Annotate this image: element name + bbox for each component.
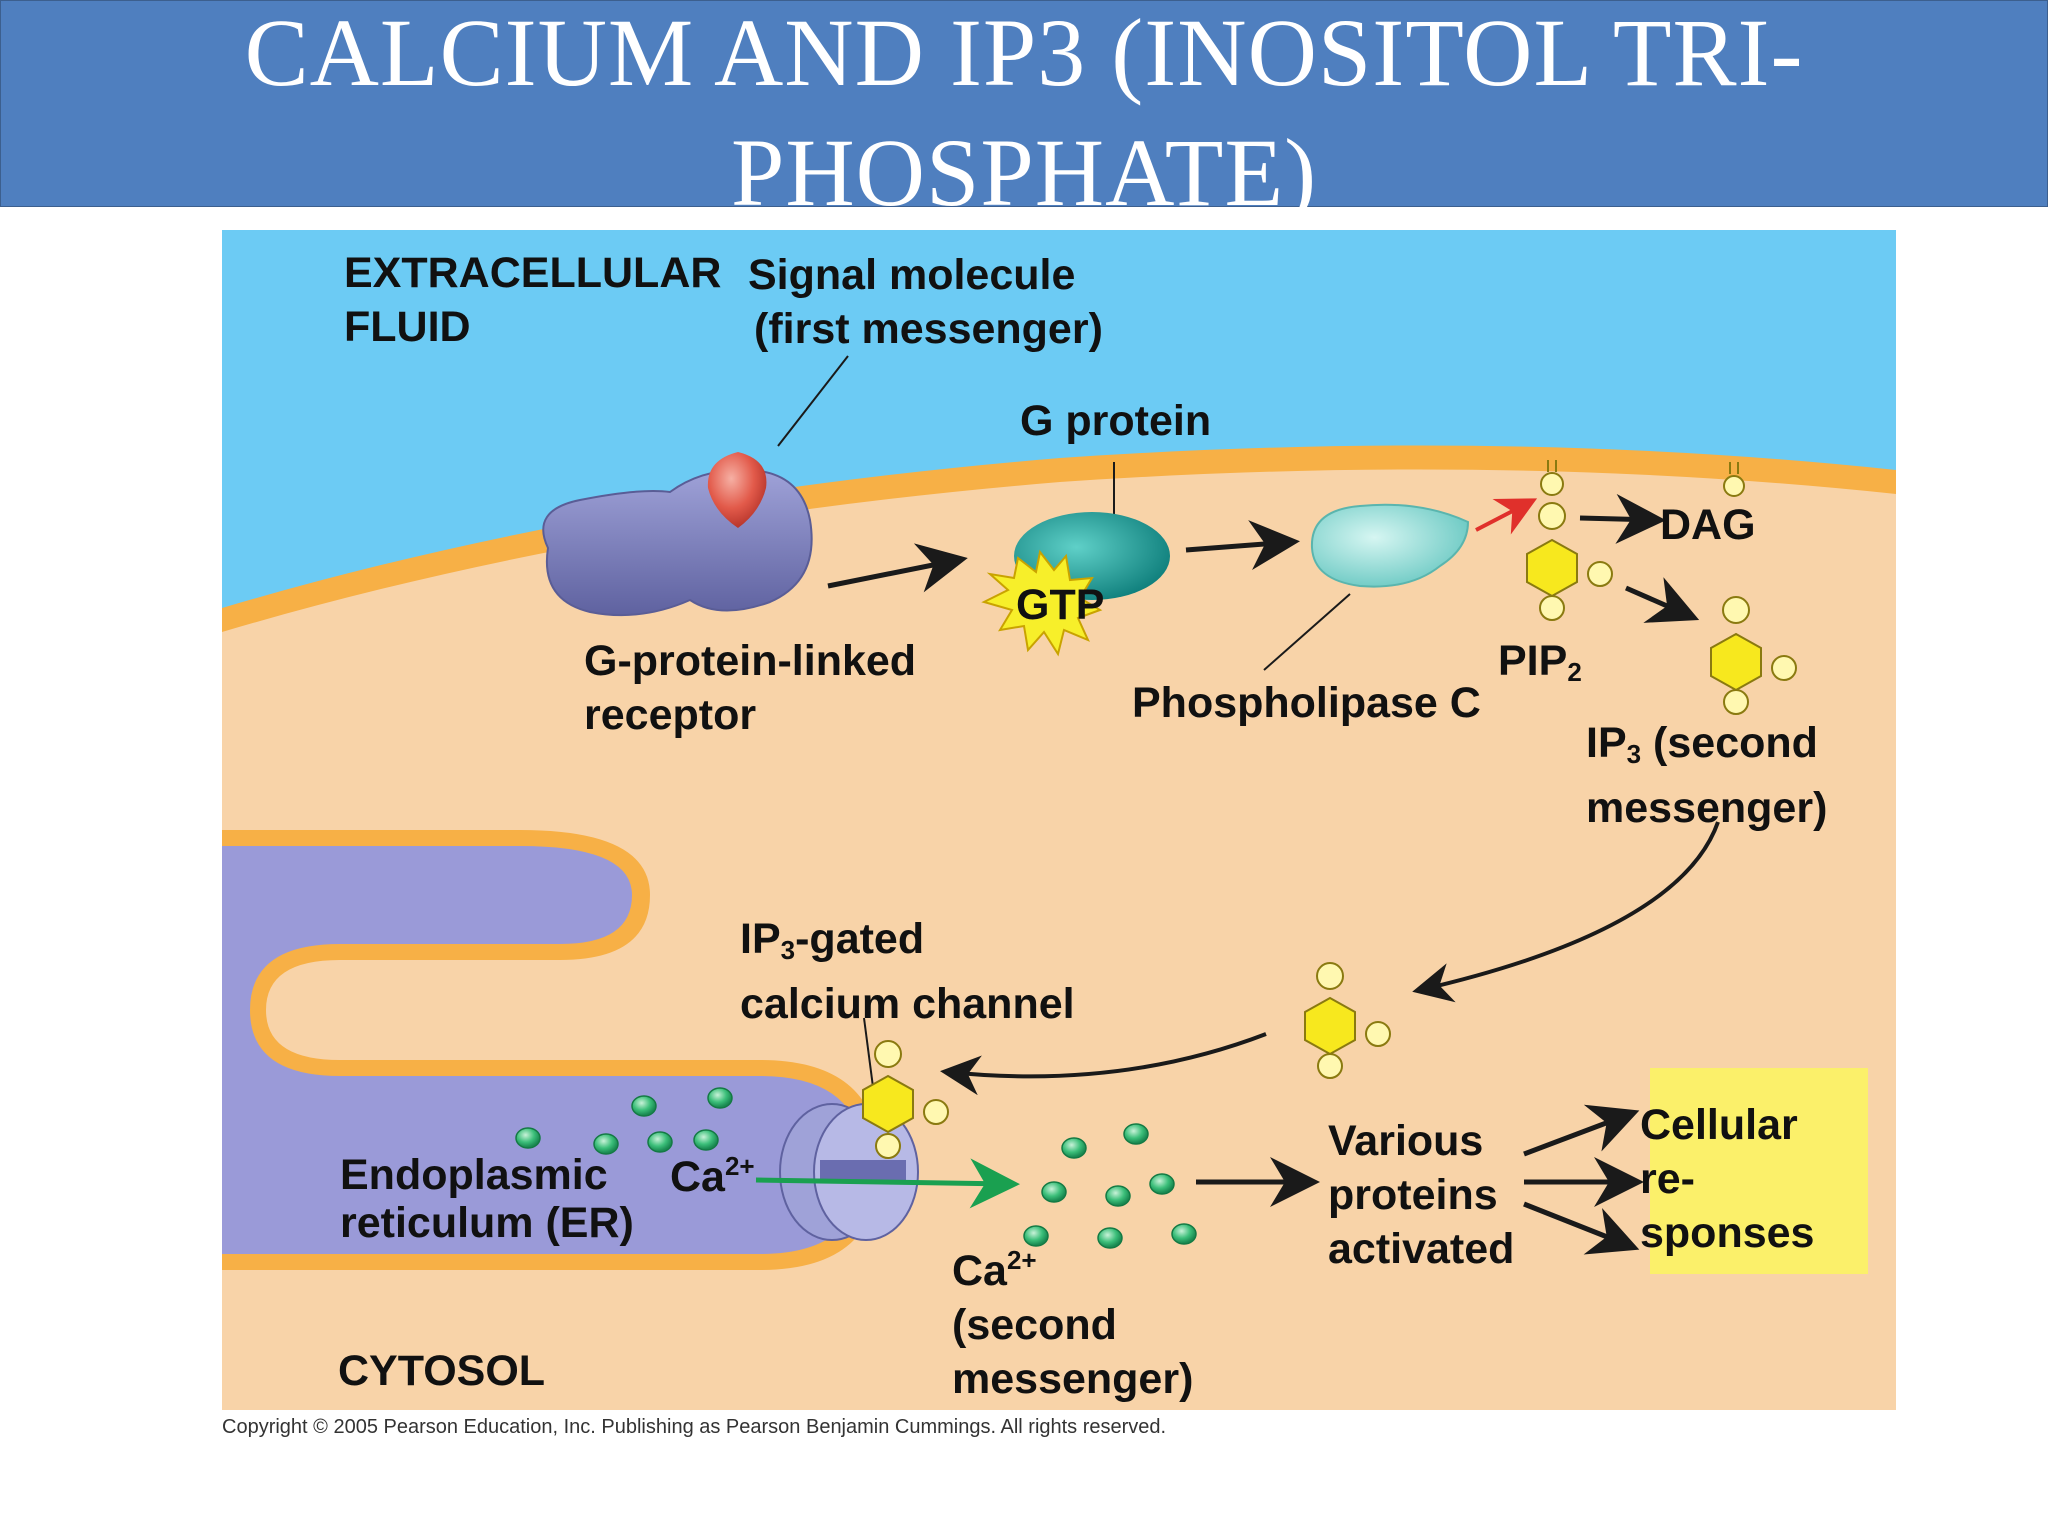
ca2-superscript: 2+ — [1006, 1245, 1037, 1275]
arrow-ip3-to-channel — [940, 1032, 1267, 1096]
title-line-2: PHOSPHATE) — [730, 119, 1318, 226]
extracellular-line-1: EXTRACELLULAR — [344, 249, 722, 297]
extracellular-fluid-label: EXTRACELLULAR FLUID — [344, 246, 721, 354]
cytosol-label: CYTOSOL — [338, 1347, 546, 1395]
title-line-1: CALCIUM AND IP3 (INOSITOL TRI- — [244, 0, 1804, 106]
er-label: Endoplasmic reticulum (ER) — [340, 1148, 634, 1250]
pip2-label: PIP2 — [1498, 634, 1582, 699]
various-line-2: proteins — [1328, 1171, 1498, 1219]
arrow-ip3-diffusion — [1412, 821, 1720, 1003]
gtp-burst — [981, 549, 1103, 657]
receptor-line-1: G-protein-linked — [584, 637, 917, 685]
ip3-line-1: IP3 (second — [1586, 716, 1827, 781]
signal-molecule — [707, 452, 767, 528]
extracellular-line-2: FLUID — [344, 303, 471, 351]
cellular-responses-box — [1650, 1068, 1868, 1274]
channel-rest: -gated — [795, 915, 925, 963]
slide-title: CALCIUM AND IP3 (INOSITOL TRI- PHOSPHATE… — [1, 0, 2047, 233]
ip3-molecule — [1710, 596, 1797, 715]
calcium-ions-cytosol — [1023, 1123, 1197, 1249]
cellular-line-3: sponses — [1640, 1209, 1815, 1257]
gtp-label: GTP — [1016, 581, 1105, 629]
arrow-plc-to-pip2 — [1475, 498, 1538, 535]
pip2-base: PIP — [1498, 637, 1568, 685]
various-line-1: Various — [1328, 1117, 1484, 1165]
ca2-base: Ca — [952, 1247, 1007, 1295]
dag-molecule — [1723, 462, 1745, 497]
er-line-2: reticulum (ER) — [340, 1199, 634, 1247]
ca-er-label: Ca2+ — [670, 1150, 755, 1204]
pip2-molecule — [1526, 460, 1613, 621]
ca-superscript: 2+ — [724, 1151, 755, 1181]
ca-second-messenger-label: Ca2+ (second messenger) — [952, 1244, 1193, 1406]
channel-line-1: IP3-gated — [740, 912, 1075, 977]
cellular-responses-label: Cellular re- sponses — [1640, 1098, 1814, 1260]
ip3-rest: (second — [1641, 719, 1818, 767]
channel-line-2: calcium channel — [740, 980, 1075, 1028]
cellular-line-2: re- — [1640, 1155, 1695, 1203]
signal-molecule-label: Signal molecule (first messenger) — [748, 248, 1103, 356]
ip3-molecule-cytosol — [1304, 962, 1391, 1079]
phospholipase-c-label: Phospholipase C — [1132, 679, 1481, 727]
ip3-base: IP — [1586, 719, 1627, 767]
receptor-line-2: receptor — [584, 691, 757, 739]
arrow-to-responses-3 — [1523, 1201, 1640, 1255]
signal-pointer-line — [777, 355, 849, 447]
channel-subscript: 3 — [780, 935, 796, 965]
pip2-subscript: 2 — [1567, 657, 1582, 687]
ip3-subscript: 3 — [1626, 739, 1642, 769]
arrow-to-responses-1 — [1523, 1104, 1640, 1157]
ip3-gated-channel-label: IP3-gated calcium channel — [740, 912, 1075, 1031]
arrow-to-ip3 — [1624, 577, 1700, 623]
title-bar: CALCIUM AND IP3 (INOSITOL TRI- PHOSPHATE… — [0, 0, 2048, 226]
signal-line-1: Signal molecule — [748, 251, 1076, 299]
various-line-3: activated — [1328, 1225, 1515, 1273]
arrow-calcium-release — [755, 1158, 1020, 1209]
various-proteins-label: Various proteins activated — [1328, 1114, 1514, 1276]
cellular-line-1: Cellular — [1640, 1101, 1798, 1149]
arrow-gprotein-to-plc — [1185, 520, 1300, 570]
ip3-second-messenger-label: IP3 (second messenger) — [1586, 716, 1827, 835]
ca2-line-3: messenger) — [952, 1355, 1194, 1403]
copyright-notice: Copyright © 2005 Pearson Education, Inc.… — [222, 1416, 1167, 1438]
arrow-receptor-to-gprotein — [827, 543, 968, 593]
calcium-ions-er — [515, 1087, 733, 1155]
dag-label: DAG — [1660, 501, 1756, 549]
ca2-line-1: Ca2+ — [952, 1244, 1193, 1298]
arrow-to-dag — [1579, 493, 1666, 544]
channel-base: IP — [740, 915, 781, 963]
ca-base: Ca — [670, 1153, 725, 1201]
signal-line-2: (first messenger) — [754, 305, 1103, 353]
ip3-bound-to-channel — [862, 1040, 949, 1159]
er-line-1: Endoplasmic — [340, 1151, 608, 1199]
receptor-label: G-protein-linked receptor — [584, 634, 916, 742]
ca2-line-2: (second — [952, 1301, 1117, 1349]
plc-pointer-line — [1263, 593, 1351, 671]
er-lumen — [222, 846, 864, 1254]
g-protein-label: G protein — [1020, 397, 1212, 445]
phospholipase-c — [1310, 503, 1470, 588]
ip3-line-2: messenger) — [1586, 784, 1828, 832]
